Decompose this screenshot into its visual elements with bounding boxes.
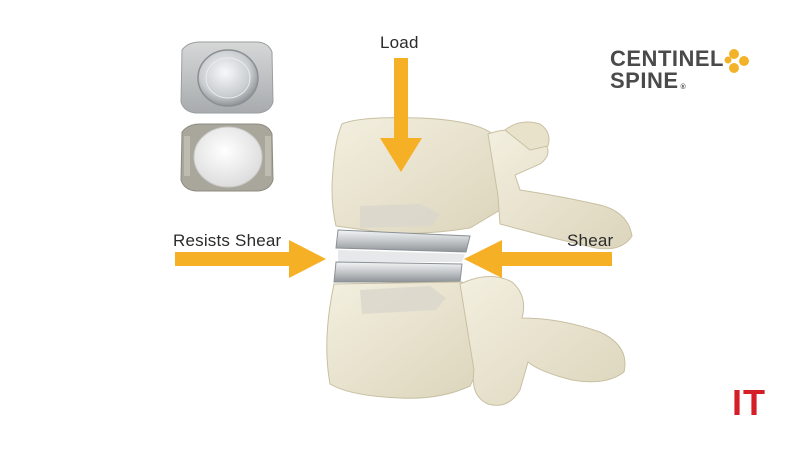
implant-metal-endplate-icon bbox=[180, 41, 274, 114]
shear-label: Shear bbox=[567, 231, 614, 250]
brand-name-line2: SPINE bbox=[610, 68, 679, 93]
four-dot-cluster-icon bbox=[724, 49, 749, 73]
disc-implant bbox=[333, 229, 471, 283]
load-arrow bbox=[380, 58, 422, 172]
it-badge: IT bbox=[732, 382, 766, 423]
brand-name-line2-row: SPINE ® bbox=[610, 70, 724, 92]
upper-vertebra bbox=[331, 117, 633, 250]
load-label: Load bbox=[380, 33, 419, 52]
shear-arrow bbox=[464, 240, 612, 278]
brand-name-line1: CENTINEL bbox=[610, 46, 724, 71]
resists-shear-arrow bbox=[175, 240, 326, 278]
implant-poly-core-icon bbox=[180, 123, 274, 192]
registered-mark: ® bbox=[680, 84, 687, 91]
brand-logo: CENTINEL SPINE ® bbox=[610, 46, 749, 92]
resists-shear-label: Resists Shear bbox=[173, 231, 282, 250]
lower-vertebra bbox=[326, 276, 626, 406]
